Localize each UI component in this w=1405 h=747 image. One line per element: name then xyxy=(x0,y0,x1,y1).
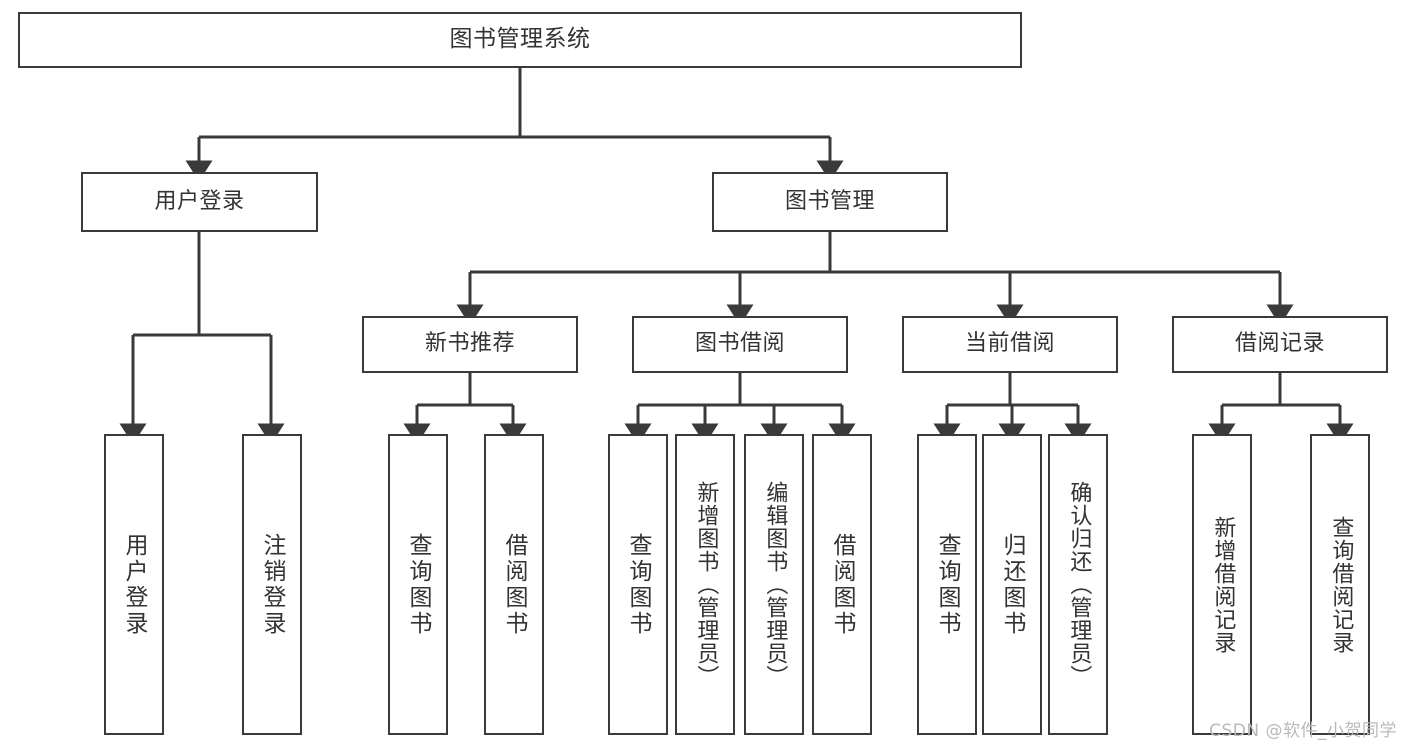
leaf-confirm-return-admin[interactable]: 确认归还（管理员） xyxy=(1048,434,1108,735)
node-borrow-record-label: 借阅记录 xyxy=(1234,331,1325,357)
leaf-query-book-borrow[interactable]: 查询图书 xyxy=(608,434,668,735)
leaf-edit-book-admin[interactable]: 编辑图书（管理员） xyxy=(744,434,804,735)
leaf-return-book[interactable]: 归还图书 xyxy=(982,434,1042,735)
leaf-borrow-book-new[interactable]: 借阅图书 xyxy=(484,434,544,735)
leaf-borrow-book-borrow-label: 借阅图书 xyxy=(829,532,856,637)
leaf-query-book-current-label: 查询图书 xyxy=(934,532,961,637)
node-user-login-label: 用户登录 xyxy=(154,188,245,214)
node-book-borrow-label: 图书借阅 xyxy=(694,331,785,357)
leaf-query-book-borrow-label: 查询图书 xyxy=(625,532,652,637)
leaf-logout-label: 注销登录 xyxy=(259,532,286,637)
leaf-query-borrow-record[interactable]: 查询借阅记录 xyxy=(1310,434,1370,735)
node-root[interactable]: 图书管理系统 xyxy=(18,12,1022,68)
leaf-add-book-admin[interactable]: 新增图书（管理员） xyxy=(675,434,735,735)
leaf-query-book-current[interactable]: 查询图书 xyxy=(917,434,977,735)
leaf-logout[interactable]: 注销登录 xyxy=(242,434,302,735)
leaf-user-login[interactable]: 用户登录 xyxy=(104,434,164,735)
leaf-query-borrow-record-label: 查询借阅记录 xyxy=(1328,515,1354,654)
leaf-add-book-admin-label: 新增图书（管理员） xyxy=(693,481,719,688)
leaf-confirm-return-admin-label: 确认归还（管理员） xyxy=(1066,481,1092,688)
watermark: CSDN @软件_小贺同学 xyxy=(1209,721,1397,741)
node-new-book-recommend-label: 新书推荐 xyxy=(424,331,515,357)
leaf-edit-book-admin-label: 编辑图书（管理员） xyxy=(762,481,788,688)
node-user-login[interactable]: 用户登录 xyxy=(81,172,318,232)
node-borrow-record[interactable]: 借阅记录 xyxy=(1172,316,1388,373)
leaf-add-borrow-record[interactable]: 新增借阅记录 xyxy=(1192,434,1252,735)
leaf-query-book-new[interactable]: 查询图书 xyxy=(388,434,448,735)
leaf-borrow-book-borrow[interactable]: 借阅图书 xyxy=(812,434,872,735)
node-book-borrow[interactable]: 图书借阅 xyxy=(632,316,848,373)
leaf-return-book-label: 归还图书 xyxy=(999,532,1026,637)
node-book-management-label: 图书管理 xyxy=(784,188,875,214)
node-root-label: 图书管理系统 xyxy=(449,26,591,53)
node-current-borrow-label: 当前借阅 xyxy=(964,331,1055,357)
leaf-user-login-label: 用户登录 xyxy=(121,532,148,637)
leaf-query-book-new-label: 查询图书 xyxy=(405,532,432,637)
node-current-borrow[interactable]: 当前借阅 xyxy=(902,316,1118,373)
node-new-book-recommend[interactable]: 新书推荐 xyxy=(362,316,578,373)
leaf-add-borrow-record-label: 新增借阅记录 xyxy=(1210,515,1236,654)
leaf-borrow-book-new-label: 借阅图书 xyxy=(501,532,528,637)
node-book-management[interactable]: 图书管理 xyxy=(712,172,948,232)
